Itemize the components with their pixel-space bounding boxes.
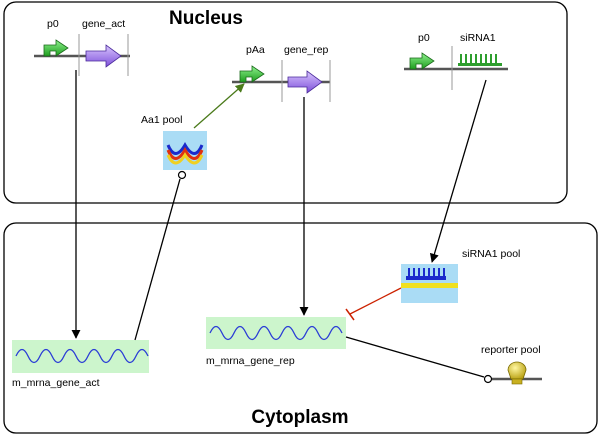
- species-label-aa1-pool: Aa1 pool: [141, 114, 182, 126]
- activation-arrow: [193, 83, 245, 129]
- translation-arrow-aa1: [134, 178, 181, 341]
- repression-arrow: [349, 287, 402, 315]
- reporter-pool-species[interactable]: reporter pool: [481, 344, 542, 385]
- species-label-sirna1-pool: siRNA1 pool: [462, 248, 520, 260]
- cytoplasm-title: Cytoplasm: [251, 407, 348, 428]
- species-label-reporter-pool: reporter pool: [481, 344, 541, 356]
- promoter-icon[interactable]: [409, 52, 435, 70]
- aa1-pool-species[interactable]: Aa1 pool: [141, 114, 207, 170]
- sirna-gene-icon[interactable]: [458, 54, 502, 66]
- promoter-icon[interactable]: [239, 65, 265, 83]
- translation-arrow-reporter: [345, 336, 485, 378]
- species-label-mrna-rep: m_mrna_gene_rep: [206, 355, 295, 367]
- species-label-mrna-act: m_mrna_gene_act: [12, 377, 100, 389]
- sirna1-construct: p0 siRNA1: [404, 32, 508, 90]
- promoter-icon[interactable]: [43, 39, 69, 57]
- part-label-pAa: pAa: [246, 44, 265, 56]
- cds-icon[interactable]: [287, 70, 323, 94]
- cds-icon[interactable]: [85, 44, 122, 68]
- mrna-gene-act-species[interactable]: m_mrna_gene_act: [12, 340, 149, 389]
- part-label-sirna1: siRNA1: [460, 32, 496, 44]
- nucleus-compartment: [3, 1, 568, 204]
- part-label-p0: p0: [47, 18, 59, 30]
- mrna-gene-rep-species[interactable]: m_mrna_gene_rep: [206, 317, 346, 367]
- sirna1-pool-species[interactable]: siRNA1 pool: [401, 248, 520, 303]
- part-label-gene-act: gene_act: [82, 18, 125, 30]
- transcription-arrow-sirna: [429, 79, 487, 263]
- part-label-p0: p0: [418, 32, 430, 44]
- gene-rep-construct: pAa gene_rep: [232, 44, 331, 102]
- part-label-gene-rep: gene_rep: [284, 44, 329, 56]
- nucleus-title: Nucleus: [169, 8, 243, 29]
- interaction-arrows: [71, 70, 493, 384]
- gene-act-construct: p0 gene_act: [34, 18, 130, 76]
